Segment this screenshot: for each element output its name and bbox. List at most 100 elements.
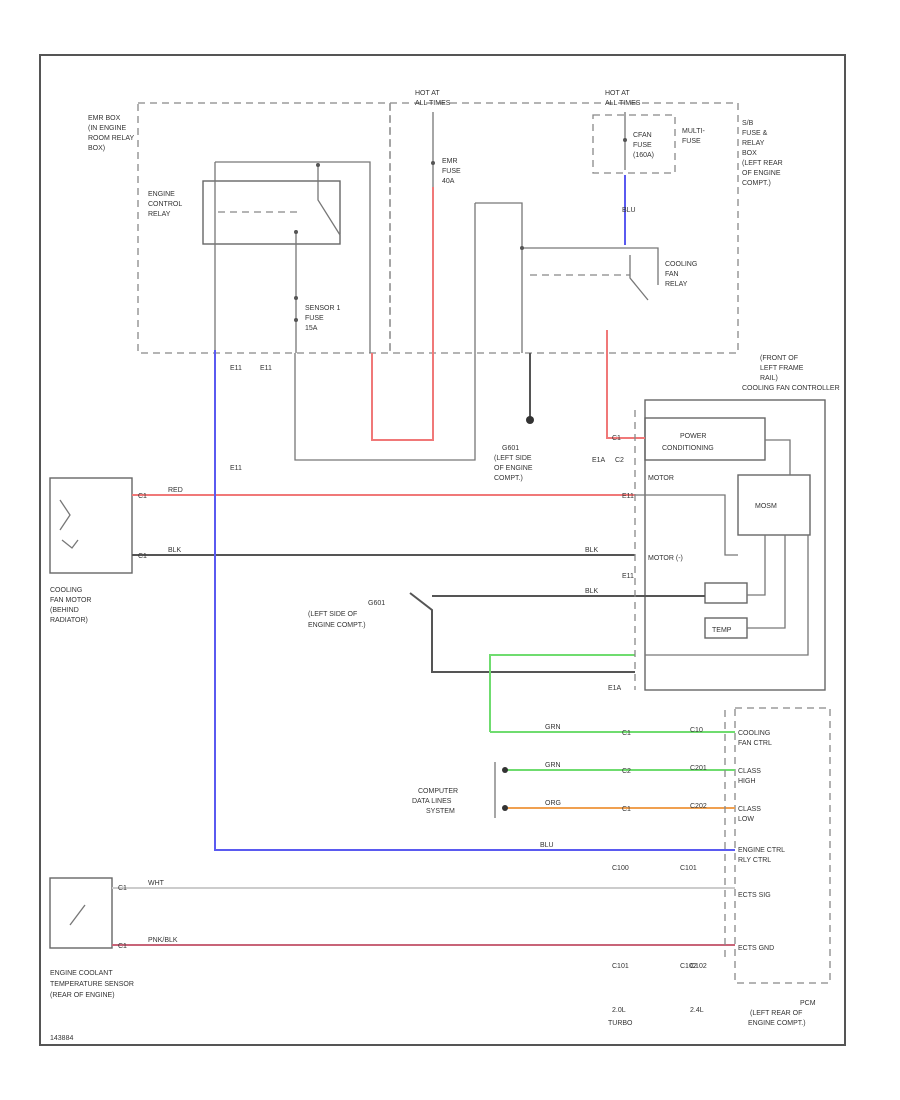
svg-text:C2: C2 — [615, 457, 624, 464]
svg-text:E11: E11 — [622, 573, 634, 580]
svg-text:ECTS SIG: ECTS SIG — [738, 892, 771, 899]
svg-text:E1A: E1A — [608, 685, 622, 692]
svg-text:CLASS: CLASS — [738, 768, 761, 775]
svg-text:ENGINE COMPT.): ENGINE COMPT.) — [308, 622, 366, 629]
svg-text:ENGINE COMPT.): ENGINE COMPT.) — [748, 1020, 806, 1027]
svg-text:E11: E11 — [260, 365, 272, 372]
node — [502, 767, 508, 773]
svg-text:LEFT FRAME: LEFT FRAME — [760, 365, 804, 372]
relay-switch — [317, 165, 341, 236]
label-hot-right: HOT AT ALL TIMES — [605, 90, 641, 107]
node — [623, 138, 627, 142]
cooling-fan-motor-box — [49, 477, 133, 574]
svg-text:C1: C1 — [622, 806, 631, 813]
svg-text:BLK: BLK — [585, 547, 599, 554]
node — [316, 163, 320, 167]
corner-code: 143884 — [50, 1035, 73, 1042]
svg-text:E11: E11 — [622, 493, 634, 500]
svg-text:ALL TIMES: ALL TIMES — [605, 100, 641, 107]
svg-text:(IN ENGINE: (IN ENGINE — [88, 125, 126, 132]
svg-text:C10: C10 — [690, 727, 703, 734]
svg-text:DATA LINES: DATA LINES — [412, 798, 452, 805]
svg-text:E11: E11 — [230, 465, 242, 472]
svg-text:POWER: POWER — [680, 433, 706, 440]
svg-text:E1A: E1A — [592, 457, 606, 464]
svg-text:HIGH: HIGH — [738, 778, 756, 785]
svg-text:(LEFT REAR: (LEFT REAR — [742, 160, 783, 167]
svg-text:FAN MOTOR: FAN MOTOR — [50, 597, 91, 604]
svg-text:CLASS: CLASS — [738, 806, 761, 813]
svg-text:BLU: BLU — [540, 842, 554, 849]
svg-text:ECTS GND: ECTS GND — [738, 945, 774, 952]
coolant-sensor-box — [49, 877, 113, 949]
svg-text:RELAY: RELAY — [148, 211, 171, 218]
svg-text:COMPT.): COMPT.) — [494, 475, 523, 482]
svg-text:SENSOR 1: SENSOR 1 — [305, 305, 341, 312]
svg-text:RED: RED — [168, 487, 183, 494]
svg-text:G601: G601 — [502, 445, 519, 452]
svg-text:C201: C201 — [690, 765, 707, 772]
svg-text:C1: C1 — [622, 730, 631, 737]
red-wire-fan-relay — [606, 330, 645, 439]
relay-feed-line — [215, 161, 371, 353]
svg-text:E11: E11 — [230, 365, 242, 372]
svg-text:MULTI-: MULTI- — [682, 128, 705, 135]
svg-text:C2: C2 — [622, 768, 631, 775]
svg-text:C1: C1 — [118, 885, 127, 892]
mosm-box — [737, 474, 811, 536]
green-wire-up — [489, 654, 635, 732]
svg-text:FUSE: FUSE — [442, 168, 461, 175]
svg-text:RLY CTRL: RLY CTRL — [738, 857, 771, 864]
svg-text:FUSE: FUSE — [633, 142, 652, 149]
emr-box-outline — [137, 102, 391, 354]
svg-text:HOT AT: HOT AT — [605, 90, 630, 97]
node — [294, 318, 298, 322]
svg-text:15A: 15A — [305, 325, 318, 332]
node — [294, 230, 298, 234]
svg-text:C1: C1 — [138, 493, 147, 500]
engine-control-relay-box — [202, 180, 341, 245]
svg-text:LOW: LOW — [738, 816, 754, 823]
svg-text:COOLING: COOLING — [665, 261, 697, 268]
svg-text:C100: C100 — [612, 865, 629, 872]
diagram-frame — [39, 54, 846, 1046]
label-mosm: MOSM — [755, 503, 777, 510]
label-motor-bottom: MOTOR (-) — [648, 555, 683, 562]
red-wire-emr — [371, 187, 434, 441]
svg-text:CFAN: CFAN — [633, 132, 652, 139]
svg-text:GRN: GRN — [545, 724, 561, 731]
svg-text:CONTROL: CONTROL — [148, 201, 182, 208]
svg-text:C102: C102 — [690, 963, 707, 970]
connector-labels: C1 C1 C1 C1 C1 C2 C10 E1A E1A C100 E11 E… — [118, 365, 707, 970]
ground-g601-top — [526, 416, 534, 424]
svg-text:C202: C202 — [690, 803, 707, 810]
svg-text:40A: 40A — [442, 178, 455, 185]
svg-text:2.0L: 2.0L — [612, 1007, 626, 1014]
svg-text:FAN: FAN — [665, 271, 679, 278]
svg-text:ORG: ORG — [545, 800, 561, 807]
svg-text:ENGINE: ENGINE — [148, 191, 175, 198]
svg-text:COOLING: COOLING — [50, 587, 82, 594]
svg-text:GRN: GRN — [545, 762, 561, 769]
svg-text:OF ENGINE: OF ENGINE — [742, 170, 781, 177]
svg-text:HOT AT: HOT AT — [415, 90, 440, 97]
sb-box-outline — [389, 102, 739, 354]
svg-text:(FRONT OF: (FRONT OF — [760, 355, 798, 362]
svg-text:COOLING: COOLING — [738, 730, 770, 737]
